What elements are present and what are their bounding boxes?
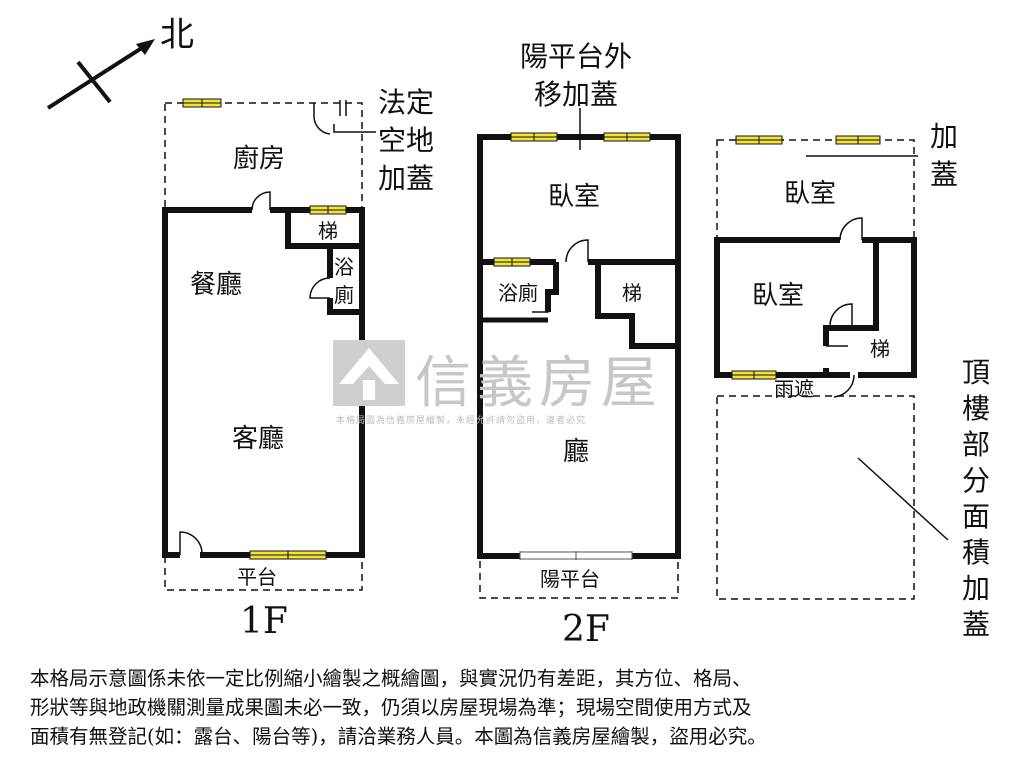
callout-2f-line2: 移加蓋 bbox=[534, 78, 618, 111]
room-bath-1f-top: 浴 bbox=[334, 255, 354, 279]
room-balcony-2f: 陽平台 bbox=[540, 567, 600, 591]
callout-1f-line1: 法定 bbox=[378, 86, 434, 119]
callout-1f-line2: 空地 bbox=[378, 124, 434, 157]
north-arrow bbox=[46, 39, 155, 110]
room-bath-2f: 浴廁 bbox=[498, 281, 538, 305]
door-bath-2f bbox=[532, 296, 549, 313]
room-bath-1f-bottom: 廁 bbox=[334, 283, 354, 307]
room-kitchen: 廚房 bbox=[233, 144, 285, 174]
callout-1f-line3: 加蓋 bbox=[378, 162, 434, 195]
wall-roof-outer bbox=[714, 237, 917, 378]
window-1f-stair bbox=[309, 205, 347, 215]
room-bedroom-2f: 臥室 bbox=[548, 182, 600, 212]
room-dining: 餐廳 bbox=[190, 270, 242, 300]
door-kitchen bbox=[251, 191, 271, 211]
room-stair-1f: 梯 bbox=[318, 219, 338, 243]
watermark-logo-icon bbox=[333, 340, 405, 406]
room-roof-canopy: 雨遮 bbox=[774, 377, 814, 401]
door-entrance-1f bbox=[179, 531, 203, 556]
window-2f-left bbox=[510, 132, 558, 142]
window-2f-right bbox=[603, 132, 651, 142]
callout-roof-top-2: 蓋 bbox=[930, 158, 958, 191]
callout-roof-top-1: 加 bbox=[930, 120, 958, 153]
callout-roof-side: 頂 樓 部 分 面 積 加 蓋 bbox=[962, 356, 990, 641]
disclaimer-line-2: 形狀等與地政機關測量成果圖未必一致，仍須以房屋現場為準；現場空間使用方式及 bbox=[30, 696, 752, 719]
disclaimer: 本格局示意圖係未依一定比例縮小繪製之概繪圖，與實況仍有差距，其方位、格局、 形狀… bbox=[30, 664, 1005, 751]
callout-2f-line1: 陽平台外 bbox=[520, 40, 632, 73]
svg-text:分: 分 bbox=[962, 464, 990, 497]
roof-extension-outline bbox=[716, 139, 915, 241]
window-roof-front bbox=[731, 370, 777, 380]
door-extension bbox=[313, 103, 331, 135]
watermark-brand: 信義房屋 bbox=[415, 351, 663, 416]
room-hall-2f: 廳 bbox=[563, 437, 589, 467]
roof-area-outline bbox=[716, 395, 915, 600]
floor-roof bbox=[714, 135, 949, 600]
room-roof-bedroom-top: 臥室 bbox=[784, 179, 836, 209]
window-roof-left bbox=[735, 135, 783, 145]
door-bath-1f bbox=[309, 277, 331, 299]
disclaimer-line-1: 本格局示意圖係未依一定比例縮小繪製之概繪圖，與實況仍有差距，其方位、格局、 bbox=[30, 667, 752, 690]
door-roof-stair bbox=[829, 303, 853, 327]
room-terrace-1f: 平台 bbox=[237, 565, 277, 589]
room-living: 客廳 bbox=[232, 424, 284, 454]
window-1f-front bbox=[249, 550, 327, 560]
door-roof-bedroom bbox=[839, 217, 863, 241]
room-roof-bedroom: 臥室 bbox=[752, 281, 804, 311]
room-stair-2f: 梯 bbox=[622, 281, 642, 305]
floor-2f bbox=[477, 108, 681, 599]
watermark-subtitle: 本格局圖為信義房屋繪製，未經允許請勿盜用，違者必究 bbox=[336, 416, 587, 426]
disclaimer-line-3: 面積有無登記(如：露台、陽台等)，請洽業務人員。本圖為信義房屋繪製，盜用必究。 bbox=[30, 725, 767, 748]
window-1f-top bbox=[182, 98, 222, 108]
svg-text:面: 面 bbox=[962, 500, 990, 533]
svg-text:積: 積 bbox=[962, 536, 990, 569]
floor-plan: 北 廚房 餐廳 bbox=[46, 15, 990, 650]
svg-text:加: 加 bbox=[962, 572, 990, 605]
window-roof-right bbox=[835, 135, 881, 145]
door-roof-exit bbox=[833, 374, 855, 398]
svg-text:部: 部 bbox=[962, 428, 990, 461]
svg-text:樓: 樓 bbox=[962, 392, 990, 425]
window-2f-bath bbox=[493, 257, 531, 267]
floor-title-1f: 1F bbox=[240, 601, 288, 642]
svg-text:頂: 頂 bbox=[962, 356, 990, 389]
sliding-door-2f bbox=[519, 550, 633, 561]
north-label: 北 bbox=[160, 15, 194, 55]
door-bedroom-2f bbox=[565, 239, 589, 263]
svg-text:蓋: 蓋 bbox=[962, 608, 990, 641]
floor-title-2f: 2F bbox=[562, 609, 610, 650]
room-roof-stair: 梯 bbox=[870, 337, 890, 361]
